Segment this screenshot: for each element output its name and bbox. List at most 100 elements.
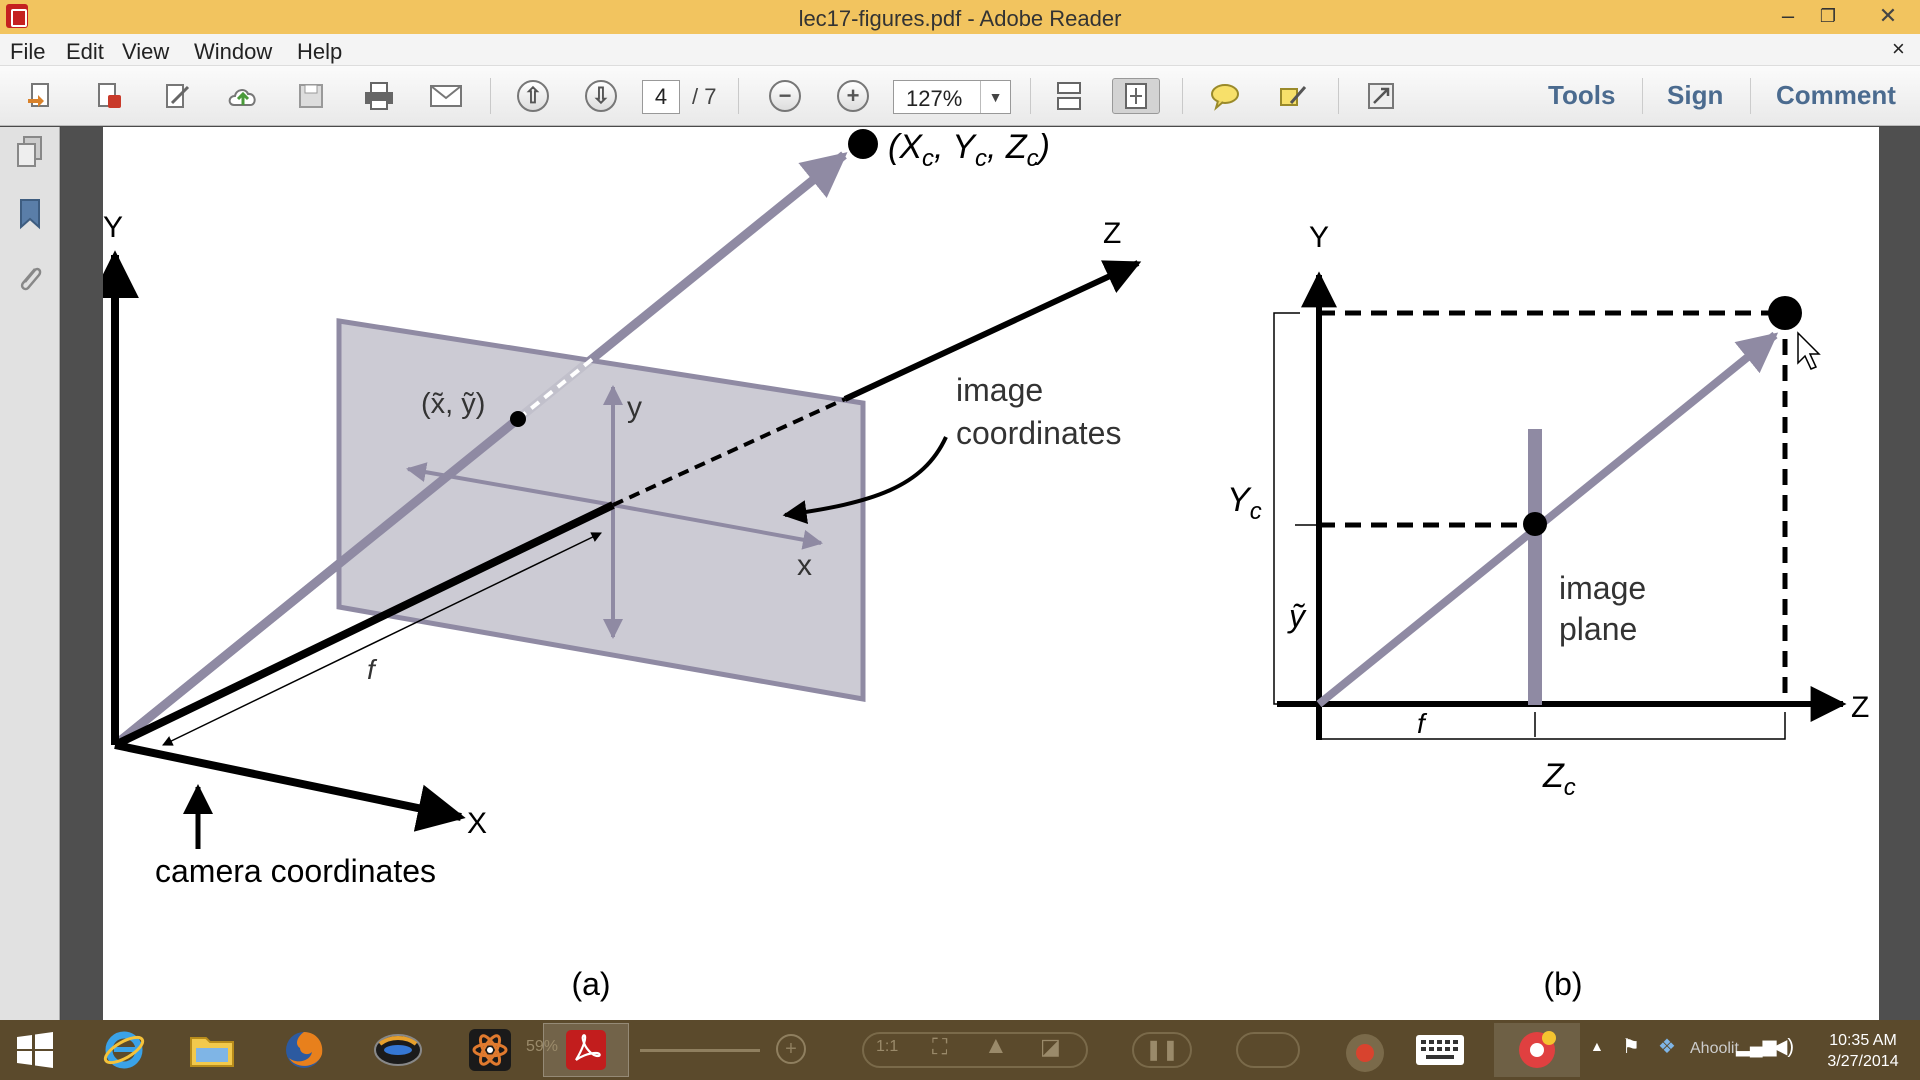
menu-help[interactable]: Help	[297, 39, 343, 64]
b-ytilde-label: ỹ	[1287, 598, 1307, 634]
fit-icon[interactable]: ⛶	[932, 1034, 948, 1059]
zoom-percent: 59%	[526, 1038, 559, 1055]
toolbar: ⇧ ⇩ 4 / 7 − + 127% ▼ Tools Sign Comment	[0, 66, 1920, 126]
b-world-point-dot	[1768, 296, 1802, 330]
figure-b: Y Z Yc ỹ image plane f Zc (b)	[1227, 221, 1869, 1002]
world-point-label: (Xc, Yc, Zc)	[888, 128, 1050, 172]
menu-view[interactable]: View	[122, 39, 170, 64]
menu-edit[interactable]: Edit	[66, 39, 104, 64]
network-icon[interactable]: ▂▄▆	[1736, 1036, 1777, 1056]
comment-button[interactable]: Comment	[1776, 80, 1896, 110]
internet-explorer-icon[interactable]	[84, 1023, 164, 1077]
image-point-label: (x̃, ỹ)	[421, 388, 485, 420]
image-coordinates-label-line2: coordinates	[956, 415, 1121, 451]
record-icon[interactable]	[1346, 1034, 1384, 1072]
caption-a: (a)	[571, 966, 610, 1002]
focal-length-arrow	[162, 532, 602, 746]
optical-axis-dashed	[612, 397, 846, 507]
b-projection-ray	[1316, 331, 1779, 708]
zoom-plus-icon[interactable]: +	[776, 1034, 806, 1064]
create-pdf-icon[interactable]	[22, 78, 60, 114]
figure-a: (Xc, Yc, Zc) Y Z X (x̃, ỹ) y x image coo…	[103, 128, 1142, 1002]
recorder-controls	[862, 1032, 1088, 1068]
x-axis-label: X	[467, 807, 487, 840]
close-document-button[interactable]: ×	[1892, 36, 1905, 61]
start-icon[interactable]	[0, 1023, 70, 1077]
minimize-button[interactable]: –	[1781, 3, 1795, 28]
print-icon[interactable]	[360, 78, 398, 114]
highlight-icon[interactable]	[1274, 78, 1312, 114]
b-image-point-dot	[1523, 512, 1547, 536]
flag-icon[interactable]: ⚑	[1622, 1036, 1640, 1058]
scroll-mode-icon[interactable]	[1050, 78, 1088, 114]
zoom-select[interactable]: 127% ▼	[893, 80, 1011, 114]
upload-icon[interactable]	[224, 78, 262, 114]
previous-page-icon[interactable]: ⇧	[514, 78, 552, 114]
restore-button[interactable]: ❐	[1819, 6, 1837, 26]
save-icon[interactable]	[292, 78, 330, 114]
zoom-in-icon[interactable]: +	[834, 78, 872, 114]
y-axis-label: Y	[103, 211, 123, 244]
clock-date: 3/27/2014	[1827, 1053, 1899, 1070]
comment-bubble-icon[interactable]	[1206, 78, 1244, 114]
menu-bar: File Edit View Window Help ×	[0, 34, 1920, 66]
pages-icon[interactable]	[14, 135, 46, 169]
system-clock[interactable]: 10:35 AM 3/27/2014	[1808, 1030, 1918, 1072]
chevron-down-icon[interactable]: ▼	[980, 81, 1010, 113]
taskbar: 59% + 1:1 ⛶ ▲ ◪ ❚❚ ▲ ⚑ ❖ Ahoolit ▂▄▆ ◀) …	[0, 1020, 1920, 1080]
menu-window[interactable]: Window	[194, 39, 273, 64]
b-focal-label: f	[1417, 708, 1428, 739]
tray-text: Ahoolit	[1690, 1040, 1739, 1057]
camera-coordinates-label: camera coordinates	[155, 853, 436, 889]
image-coordinates-label-line1: image	[956, 372, 1043, 408]
firefox-icon[interactable]	[264, 1023, 344, 1077]
atom-app-icon[interactable]	[450, 1023, 530, 1077]
image-coordinates-pointer	[782, 436, 948, 524]
notification-app-icon[interactable]	[1494, 1023, 1580, 1077]
page-total: / 7	[692, 84, 717, 109]
email-icon[interactable]	[427, 78, 465, 114]
window-mode-icon[interactable]	[1236, 1032, 1300, 1068]
image-x-axis-neg	[406, 462, 614, 507]
sign-button[interactable]: Sign	[1667, 80, 1724, 110]
adobe-reader-app-icon[interactable]	[6, 4, 28, 28]
menu-file[interactable]: File	[10, 39, 46, 64]
dropbox-icon[interactable]: ❖	[1658, 1036, 1676, 1058]
navigation-panel	[0, 127, 60, 1020]
world-point-dot	[848, 129, 878, 159]
volume-icon[interactable]: ◀)	[1772, 1036, 1795, 1058]
eye-app-icon[interactable]	[358, 1023, 438, 1077]
b-image-plane-label-line2: plane	[1559, 611, 1637, 647]
file-explorer-icon[interactable]	[172, 1023, 252, 1077]
b-y-axis-label: Y	[1309, 221, 1329, 254]
close-window-button[interactable]: ✕	[1878, 3, 1898, 28]
b-z-axis-label: Z	[1851, 691, 1869, 724]
fit-page-icon[interactable]	[1112, 78, 1160, 114]
zoom-value: 127%	[906, 86, 963, 111]
image-x-label: x	[797, 549, 812, 582]
caption-b: (b)	[1543, 966, 1582, 1002]
actual-size-icon[interactable]: 1:1	[876, 1038, 899, 1055]
clock-time: 10:35 AM	[1829, 1032, 1897, 1049]
full-screen-icon[interactable]	[1362, 78, 1400, 114]
tools-button[interactable]: Tools	[1548, 80, 1616, 110]
bookmark-icon[interactable]	[14, 197, 46, 231]
show-hidden-icons-icon[interactable]: ▲	[1590, 1038, 1604, 1054]
mouse-cursor-icon	[1797, 331, 1821, 370]
figure-camera-projection: (Xc, Yc, Zc) Y Z X (x̃, ỹ) y x image coo…	[103, 128, 1869, 1002]
attachment-icon[interactable]	[14, 261, 46, 295]
adobe-reader-icon[interactable]	[543, 1023, 629, 1077]
b-zc-label: Zc	[1542, 757, 1576, 801]
keyboard-icon[interactable]	[1416, 1035, 1464, 1065]
crop-icon[interactable]: ◪	[1040, 1034, 1061, 1059]
edit-icon[interactable]	[158, 78, 196, 114]
flip-icon[interactable]: ▲	[984, 1032, 1008, 1059]
page-number-input[interactable]: 4	[642, 80, 680, 114]
pause-icon[interactable]: ❚❚	[1132, 1032, 1192, 1068]
zoom-slider[interactable]	[640, 1049, 760, 1052]
image-x-axis	[612, 503, 823, 550]
next-page-icon[interactable]: ⇩	[582, 78, 620, 114]
export-pdf-icon[interactable]	[90, 78, 128, 114]
zoom-out-icon[interactable]: −	[766, 78, 804, 114]
title-bar: lec17-figures.pdf - Adobe Reader – ❐ ✕	[0, 0, 1920, 34]
